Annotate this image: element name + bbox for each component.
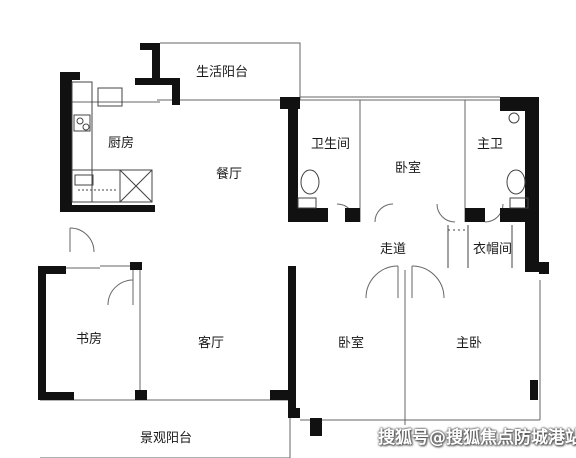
room-label-kitchen: 厨房: [108, 136, 135, 151]
room-label-bedroom-top: 卧室: [395, 161, 422, 176]
room-label-bedroom-bottom: 卧室: [338, 336, 365, 351]
thin-outline-lines: [40, 42, 541, 458]
walls: [38, 43, 549, 436]
room-label-bathroom: 卫生间: [311, 137, 351, 152]
room-label-living-balcony: 生活阳台: [196, 65, 249, 80]
room-label-corridor: 走道: [380, 242, 407, 257]
room-label-cloakroom: 衣帽间: [473, 242, 513, 257]
room-label-study: 书房: [76, 332, 103, 347]
room-label-view-balcony: 景观阳台: [140, 431, 193, 446]
room-label-dining: 餐厅: [216, 167, 243, 182]
room-label-living-room: 客厅: [198, 336, 225, 351]
room-label-master-bath: 主卫: [477, 137, 504, 152]
fixtures: [71, 81, 529, 268]
watermark-text: 搜狐号@搜狐焦点防城港站: [378, 428, 576, 448]
room-label-master-bedroom: 主卧: [456, 336, 483, 351]
